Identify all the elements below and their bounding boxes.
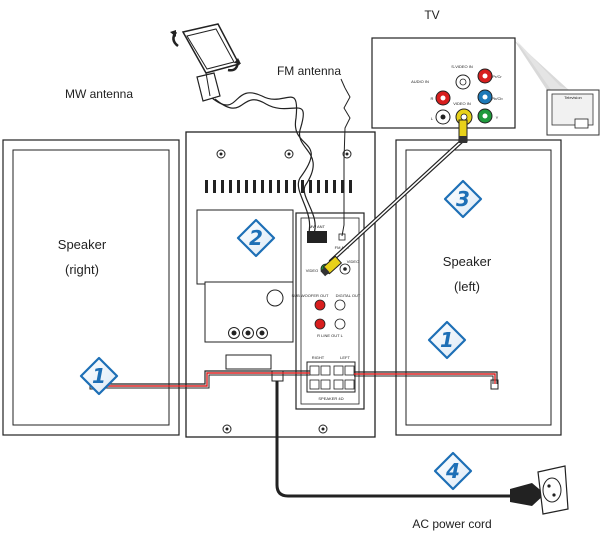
line-out-r-jack xyxy=(314,318,326,330)
rear-connector-panel: MW ANT FM ANT VIDEO VIDEO SUB WOOFER OUT… xyxy=(292,212,365,410)
speaker-port xyxy=(266,289,284,307)
pb-cb-label: Pb/Cb xyxy=(491,96,503,101)
tv-brand-label: Television xyxy=(564,95,582,100)
fm-ant-label: FM ANT xyxy=(335,245,350,250)
step-3-badge: 3 xyxy=(443,179,483,219)
wall-socket xyxy=(537,465,569,515)
ac-power-cord: AC power cord xyxy=(275,381,569,531)
speaker-left-label: Speaker xyxy=(443,254,492,269)
sub-woofer-jack xyxy=(314,299,326,311)
tv-set-icon: Television xyxy=(546,89,600,136)
tv: TV Television AUDIO IN S-VIDEO IN VIDEO … xyxy=(371,8,600,136)
digital-out-jack xyxy=(334,299,346,311)
step-4-number: 4 xyxy=(445,459,460,483)
line-out-label: R LINE OUT L xyxy=(317,333,343,338)
fm-antenna: FM antenna xyxy=(277,64,351,237)
video-out-label-2: VIDEO xyxy=(347,259,359,264)
speaker-impedance-label: SPEAKER 4Ω xyxy=(318,396,343,401)
fm-antenna-label: FM antenna xyxy=(277,64,341,78)
step-1-left-badge: 1 xyxy=(427,320,467,360)
sub-woofer-label: SUB WOOFER OUT xyxy=(292,293,329,298)
step-2-number: 2 xyxy=(249,226,263,250)
right-label: RIGHT xyxy=(312,355,325,360)
vent-slots xyxy=(205,180,352,193)
mw-antenna: MW antenna xyxy=(65,23,316,237)
ac-power-cord-label: AC power cord xyxy=(412,517,491,531)
step-3-number: 3 xyxy=(456,187,470,211)
speaker-right-sublabel: (right) xyxy=(65,262,99,277)
speaker-right-label: Speaker xyxy=(58,237,107,252)
l-label: L xyxy=(431,116,434,121)
mw-antenna-terminal xyxy=(307,231,327,243)
video-in-label: VIDEO IN xyxy=(453,101,471,106)
r-label: R xyxy=(431,96,434,101)
step-1-right-badge: 1 xyxy=(79,356,119,396)
step-1-left-number: 1 xyxy=(440,328,454,352)
power-plug xyxy=(510,483,545,506)
step-1-right-number: 1 xyxy=(92,364,106,388)
speaker-left: Speaker (left) xyxy=(395,139,562,436)
step-4-badge: 4 xyxy=(433,451,473,491)
digital-out-label: DIGITAL OUT xyxy=(336,293,361,298)
line-out-l-jack xyxy=(334,318,346,330)
video-cable xyxy=(320,119,468,277)
speaker-wires xyxy=(97,370,498,389)
tv-label: TV xyxy=(424,8,439,22)
audio-in-label: AUDIO IN xyxy=(411,79,429,84)
aux-jacks xyxy=(228,327,268,339)
mw-ant-label: MW ANT xyxy=(309,224,326,229)
s-video-in-label: S-VIDEO IN xyxy=(451,64,473,69)
video-out-label: VIDEO xyxy=(306,268,318,273)
step-2-badge: 2 xyxy=(236,218,276,258)
speaker-right: Speaker (right) xyxy=(2,139,180,436)
left-label: LEFT xyxy=(340,355,350,360)
y-label: Y xyxy=(496,115,499,120)
speaker-left-sublabel: (left) xyxy=(454,279,480,294)
mw-antenna-label: MW antenna xyxy=(65,87,133,101)
pr-cr-label: Pr/Cr xyxy=(492,74,502,79)
